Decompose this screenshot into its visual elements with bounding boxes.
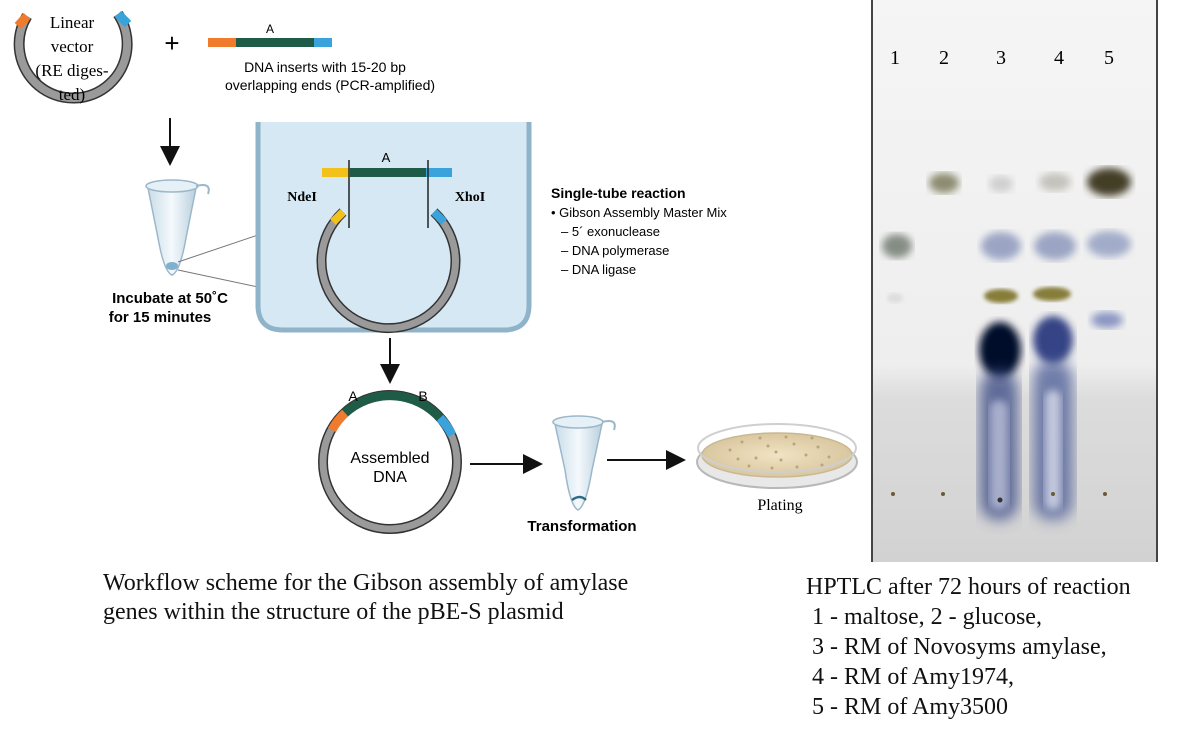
petri-dish-icon [696,423,858,489]
plating-label: Plating [757,497,802,514]
assembled-label-a: A [348,388,358,404]
reaction-title: Single-tube reaction [551,185,686,201]
hptlc-caption-line-4: 5 - RM of Amy3500 [806,694,1009,720]
spot-lane1-maltose [882,234,912,258]
insert-label-a: A [266,22,274,36]
hptlc-caption: HPTLC after 72 hours of reaction 1 - mal… [806,572,1131,722]
vector-label-line-2: vector [51,37,94,56]
transformation-tube [552,415,616,511]
insert-caption-line-1: DNA inserts with 15-20 bp [244,59,406,75]
transformation-label: Transformation [527,518,636,535]
workflow-caption-line-1: Workflow scheme for the Gibson assembly … [103,570,629,596]
assembled-label-line-1: Assembled [350,450,429,467]
spot-lane4-maltose [1034,232,1076,260]
spot-lane5-glucose [1087,168,1131,196]
reaction-item-4: – DNA ligase [561,262,636,277]
incubate-line-2: for 15 minutes [109,309,212,326]
vector-end-orange [14,12,31,30]
site-xhoi: XhoI [455,190,485,205]
vector-label-line-3: (RE diges- [35,61,109,80]
lane-number-5: 5 [1104,47,1114,69]
plus-sign: + [164,28,179,58]
assembled-dna: A B Assembled DNA [318,388,462,534]
lane-number-4: 4 [1054,47,1064,69]
workflow-caption-line-2: genes within the structure of the pBE-S … [103,599,564,625]
workflow-caption: Workflow scheme for the Gibson assembly … [103,569,628,627]
vector-label-line-1: Linear [50,13,95,32]
assembled-label-line-2: DNA [373,469,407,486]
assembled-label-b: B [418,388,427,404]
hptlc-caption-line-3: 4 - RM of Amy1974, [806,664,1015,690]
spot-lane4-glucose [1039,173,1071,191]
lane-number-1: 1 [890,47,900,69]
reaction-item-2: – 5´ exonuclease [561,224,660,239]
reaction-description: Single-tube reaction • Gibson Assembly M… [551,185,727,277]
site-ndei: NdeI [287,190,317,205]
lane-number-2: 2 [939,47,949,69]
reaction-item-1: • Gibson Assembly Master Mix [551,205,727,220]
reaction-item-3: – DNA polymerase [561,243,669,258]
gibson-workflow-diagram: Linear vector (RE diges- ted) + A DNA in… [13,10,858,535]
hptlc-caption-line-2: 3 - RM of Novosyms amylase, [806,634,1107,660]
spot-lane3-maltose [981,232,1021,260]
spot-lane5-maltose [1087,231,1131,257]
hptlc-plate-photo: 1 2 3 4 5 [871,0,1158,562]
linear-vector: Linear vector (RE diges- ted) [13,10,133,104]
hptlc-plate-graphic: 1 2 3 4 5 [882,47,1131,520]
lane-number-3: 3 [996,47,1006,69]
spot-lane5-faint [1091,312,1123,328]
reaction-bath: A NdeI XhoI [255,122,532,334]
insert-caption-line-2: overlapping ends (PCR-amplified) [225,77,435,93]
spot-lane4-dark [1033,316,1073,364]
incubate-line-1: Incubate at 50˚C [112,290,228,307]
vector-label-line-4: ted) [59,85,85,104]
hptlc-caption-title: HPTLC after 72 hours of reaction [806,574,1131,600]
hptlc-caption-line-1: 1 - maltose, 2 - glucose, [806,604,1042,630]
spot-lane3-dark [979,322,1021,378]
bath-insert-label-a: A [382,150,391,165]
spot-lane2-glucose [929,173,959,193]
incubation-tube [145,179,210,276]
vector-end-blue [114,10,132,28]
spot-lane3-glucose [989,176,1013,192]
band-lane3-olive [984,289,1018,303]
dna-insert: A DNA inserts with 15-20 bp overlapping … [208,22,435,93]
band-lane4-olive [1033,287,1071,301]
